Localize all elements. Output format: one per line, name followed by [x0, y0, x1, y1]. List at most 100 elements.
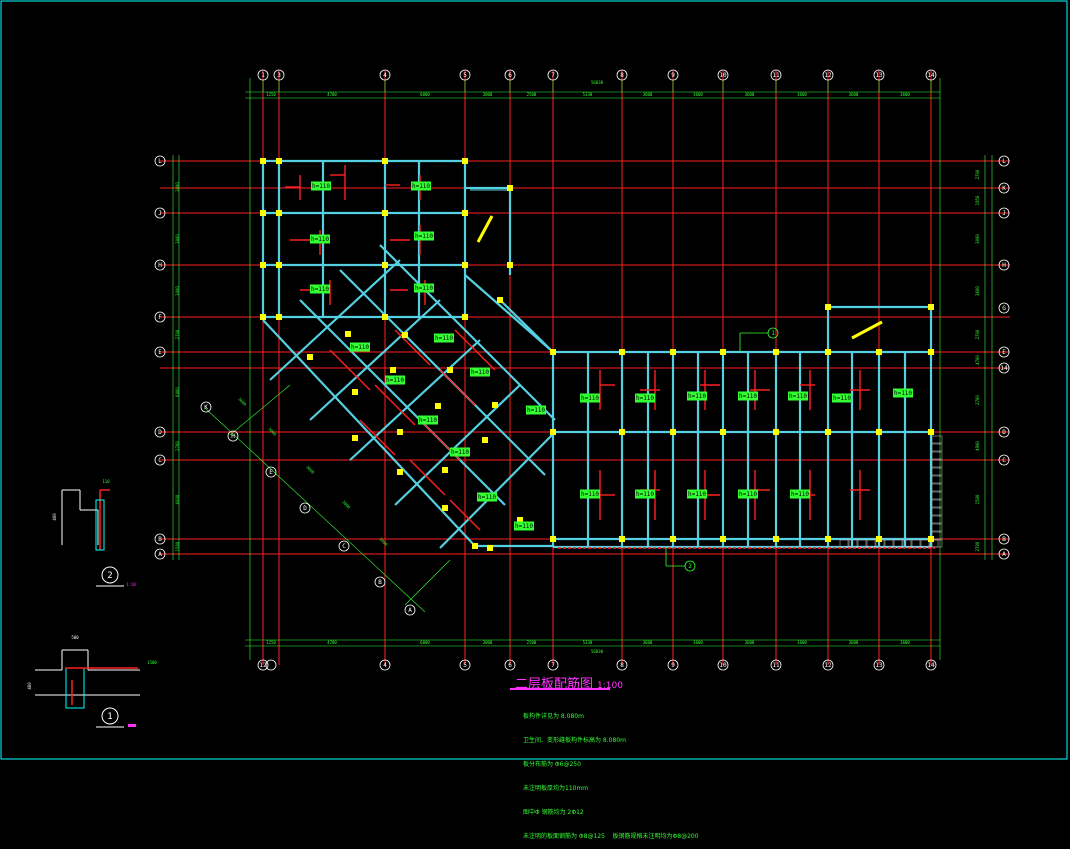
column	[382, 158, 388, 164]
structural-drawing-canvas: 5683056830125012504700470060006000300030…	[0, 0, 1068, 760]
slab-label: h=110	[894, 390, 912, 397]
slab-label-box	[414, 231, 434, 241]
axis-bubble-label: L	[158, 158, 162, 165]
detail-beam	[95, 499, 105, 551]
column	[825, 349, 831, 355]
axis-bubble	[998, 259, 1010, 271]
dimension-text: 3000	[341, 499, 352, 510]
slab-label-box	[580, 489, 600, 499]
column	[260, 210, 266, 216]
column	[720, 349, 726, 355]
slab-label: h=110	[311, 286, 329, 293]
dimension-text: 3600	[797, 92, 807, 97]
dimension-text: 3600	[849, 640, 859, 645]
drawing-scale: 1:100	[597, 681, 623, 691]
axis-bubble-label: L	[1002, 158, 1006, 165]
slab-label: h=110	[636, 395, 654, 402]
rebar-mark	[329, 349, 371, 391]
slab-label-box	[832, 393, 852, 403]
slab-label-box	[893, 388, 913, 398]
column	[276, 262, 282, 268]
axis-bubble-label: 4	[383, 662, 387, 669]
axis-bubble-label: E	[158, 349, 162, 356]
dimension-text: 3000	[975, 234, 980, 244]
axis-bubble	[459, 659, 471, 671]
slab-label: h=110	[581, 491, 599, 498]
slab-label: h=110	[386, 377, 404, 384]
dimension-text: 2700	[975, 541, 980, 551]
dimension-text: 6000	[175, 387, 180, 397]
stair-marker	[851, 320, 883, 340]
detail-dim: 400	[52, 513, 57, 521]
column	[447, 367, 453, 373]
slab-label: h=110	[412, 183, 430, 190]
axis-bubble	[404, 604, 416, 616]
dimension-text: 4700	[975, 355, 980, 365]
axis-bubble	[998, 533, 1010, 545]
axis-bubble	[998, 207, 1010, 219]
rebar-mark	[359, 419, 396, 456]
hatch-cell	[893, 539, 903, 548]
axis-bubble-label: K	[204, 404, 208, 411]
slab-label: h=110	[581, 395, 599, 402]
axis-bubble	[667, 659, 679, 671]
general-notes: 板构件详见为 8.080m 卫生间、变形缝板构件标高为 8.080m 板分布筋为…	[523, 697, 699, 849]
column	[397, 429, 403, 435]
column	[773, 429, 779, 435]
column	[462, 262, 468, 268]
dimension-text: 3600	[693, 640, 703, 645]
axis-bubble	[154, 207, 166, 219]
detail-bubble-label: 1	[107, 712, 112, 722]
axis-bubble-label: 10	[719, 662, 727, 669]
axis-bubble	[998, 182, 1010, 194]
column	[825, 304, 831, 310]
axis-bubble	[154, 454, 166, 466]
axis-bubble	[504, 659, 516, 671]
dimension-text: 2500	[527, 640, 537, 645]
hatch-cell	[931, 531, 943, 540]
dimension-text: 3000	[175, 234, 180, 244]
axis-bubble	[154, 426, 166, 438]
column	[507, 185, 513, 191]
hatch-cell	[931, 523, 943, 532]
slab-label: h=110	[739, 393, 757, 400]
axis-bubble-label: 11	[772, 72, 780, 79]
slab-label: h=110	[471, 369, 489, 376]
dimension-text: 5330	[583, 640, 593, 645]
slab-label: h=110	[527, 407, 545, 414]
dimension-text: 1250	[266, 92, 276, 97]
beam	[439, 431, 556, 549]
dimension-text: 56830	[591, 80, 604, 85]
slab-label-box	[477, 492, 497, 502]
slab-label-box	[411, 181, 431, 191]
beam	[499, 299, 554, 353]
slab-label-box	[526, 405, 546, 415]
note-line: 未注明的板面钢筋为 Φ8@125 板钢筋规格未注明均为Φ8@200	[523, 833, 699, 840]
axis-bubble	[154, 155, 166, 167]
axis-bubble-label: 14	[927, 72, 935, 79]
slab-label-box	[310, 234, 330, 244]
column	[482, 437, 488, 443]
axis-bubble-label: 7	[551, 72, 555, 79]
axis-bubble-label: 9	[671, 72, 675, 79]
slab-label: h=110	[478, 494, 496, 501]
slab-label-box	[580, 393, 600, 403]
beam	[309, 299, 441, 421]
axis-bubble-label: 13	[875, 72, 883, 79]
rebar-mark	[374, 384, 416, 426]
column	[435, 403, 441, 409]
axis-bubble-label: C	[1002, 457, 1006, 464]
slab-label: h=110	[833, 395, 851, 402]
hatch-cell	[931, 475, 943, 484]
column	[670, 429, 676, 435]
column	[876, 429, 882, 435]
dimension-text: 5330	[583, 92, 593, 97]
dimension-text: 2700	[975, 329, 980, 339]
dimension-text: 3600	[305, 464, 316, 475]
detail-dim: 110	[102, 479, 110, 484]
column	[928, 349, 934, 355]
slab-label: h=110	[688, 393, 706, 400]
axis-bubble-label: H	[1002, 262, 1006, 269]
axis-bubble	[154, 346, 166, 358]
column	[670, 536, 676, 542]
